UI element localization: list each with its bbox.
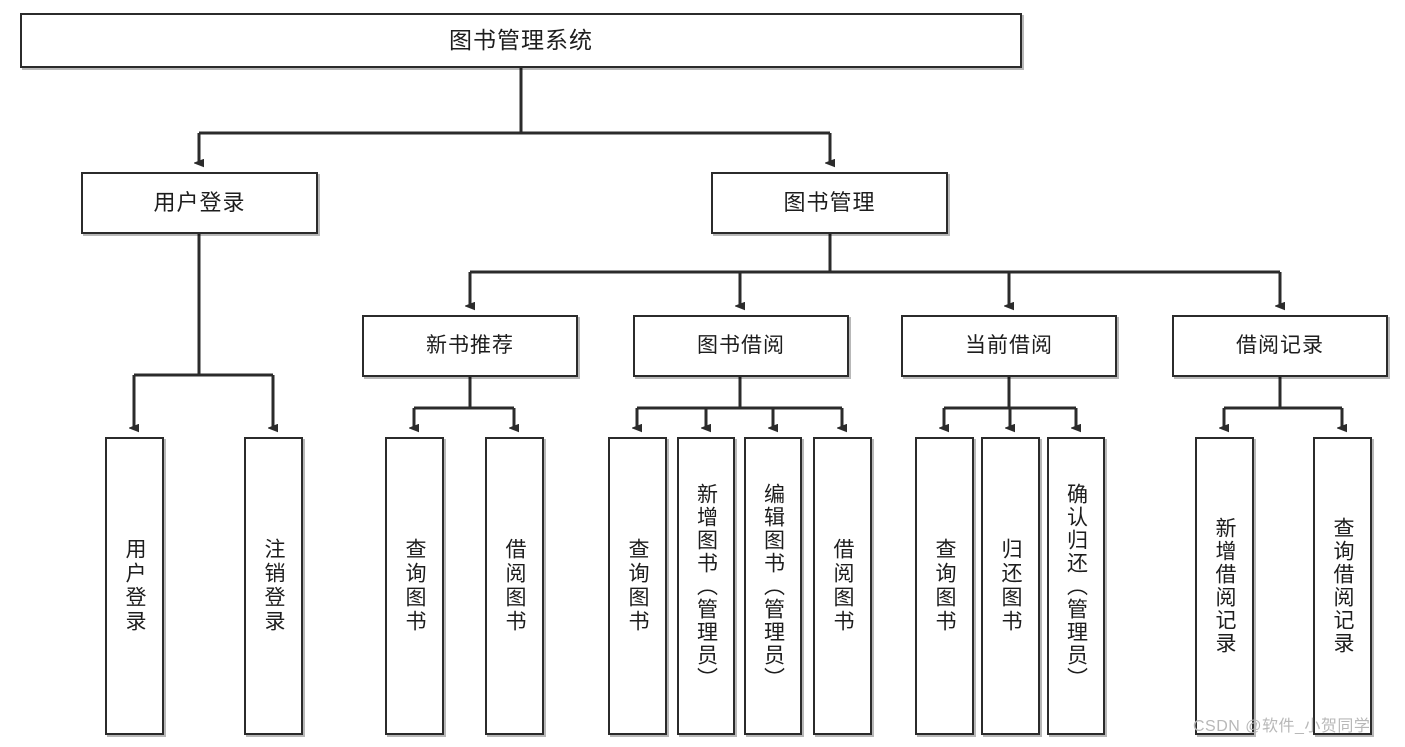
leaf-label: 确认归还（管理员） xyxy=(1064,482,1088,690)
leaf-book-borrow-borrow[interactable]: 借阅图书 xyxy=(813,437,872,735)
leaf-label: 查询借阅记录 xyxy=(1331,517,1354,655)
node-label: 用户登录 xyxy=(153,189,246,215)
leaf-new-book-query[interactable]: 查询图书 xyxy=(385,437,444,735)
leaf-label: 新增图书（管理员） xyxy=(694,482,718,690)
leaf-label: 用户登录 xyxy=(123,538,146,634)
node-current-borrow[interactable]: 当前借阅 xyxy=(901,315,1117,377)
leaf-label: 注销登录 xyxy=(262,538,285,634)
leaf-borrow-record-query[interactable]: 查询借阅记录 xyxy=(1313,437,1372,735)
node-borrow-record[interactable]: 借阅记录 xyxy=(1172,315,1388,377)
leaf-label: 查询图书 xyxy=(403,538,426,634)
leaf-current-borrow-query[interactable]: 查询图书 xyxy=(915,437,974,735)
node-label: 当前借阅 xyxy=(965,334,1053,358)
node-label: 图书管理系统 xyxy=(449,26,593,53)
node-label: 图书管理 xyxy=(783,189,876,215)
leaf-label: 新增借阅记录 xyxy=(1213,517,1236,655)
node-root-system[interactable]: 图书管理系统 xyxy=(20,13,1022,68)
leaf-user-login-logout[interactable]: 注销登录 xyxy=(244,437,303,735)
watermark-text: CSDN @软件_小贺同学 xyxy=(1193,718,1371,735)
node-label: 新书推荐 xyxy=(426,334,514,358)
node-book-borrow[interactable]: 图书借阅 xyxy=(633,315,849,377)
leaf-label: 查询图书 xyxy=(626,538,649,634)
leaf-book-borrow-add[interactable]: 新增图书（管理员） xyxy=(677,437,735,735)
leaf-borrow-record-add[interactable]: 新增借阅记录 xyxy=(1195,437,1254,735)
leaf-user-login-login[interactable]: 用户登录 xyxy=(105,437,164,735)
node-user-login[interactable]: 用户登录 xyxy=(81,172,318,234)
leaf-label: 借阅图书 xyxy=(831,538,854,634)
leaf-current-borrow-return[interactable]: 归还图书 xyxy=(981,437,1040,735)
node-new-book-recommend[interactable]: 新书推荐 xyxy=(362,315,578,377)
leaf-label: 编辑图书（管理员） xyxy=(761,482,785,690)
leaf-label: 查询图书 xyxy=(933,538,956,634)
leaf-book-borrow-edit[interactable]: 编辑图书（管理员） xyxy=(744,437,802,735)
leaf-book-borrow-query[interactable]: 查询图书 xyxy=(608,437,667,735)
leaf-label: 归还图书 xyxy=(999,538,1022,634)
node-book-management[interactable]: 图书管理 xyxy=(711,172,948,234)
leaf-current-borrow-confirm[interactable]: 确认归还（管理员） xyxy=(1047,437,1105,735)
leaf-label: 借阅图书 xyxy=(503,538,526,634)
leaf-new-book-borrow[interactable]: 借阅图书 xyxy=(485,437,544,735)
node-label: 借阅记录 xyxy=(1236,334,1324,358)
node-label: 图书借阅 xyxy=(697,334,785,358)
